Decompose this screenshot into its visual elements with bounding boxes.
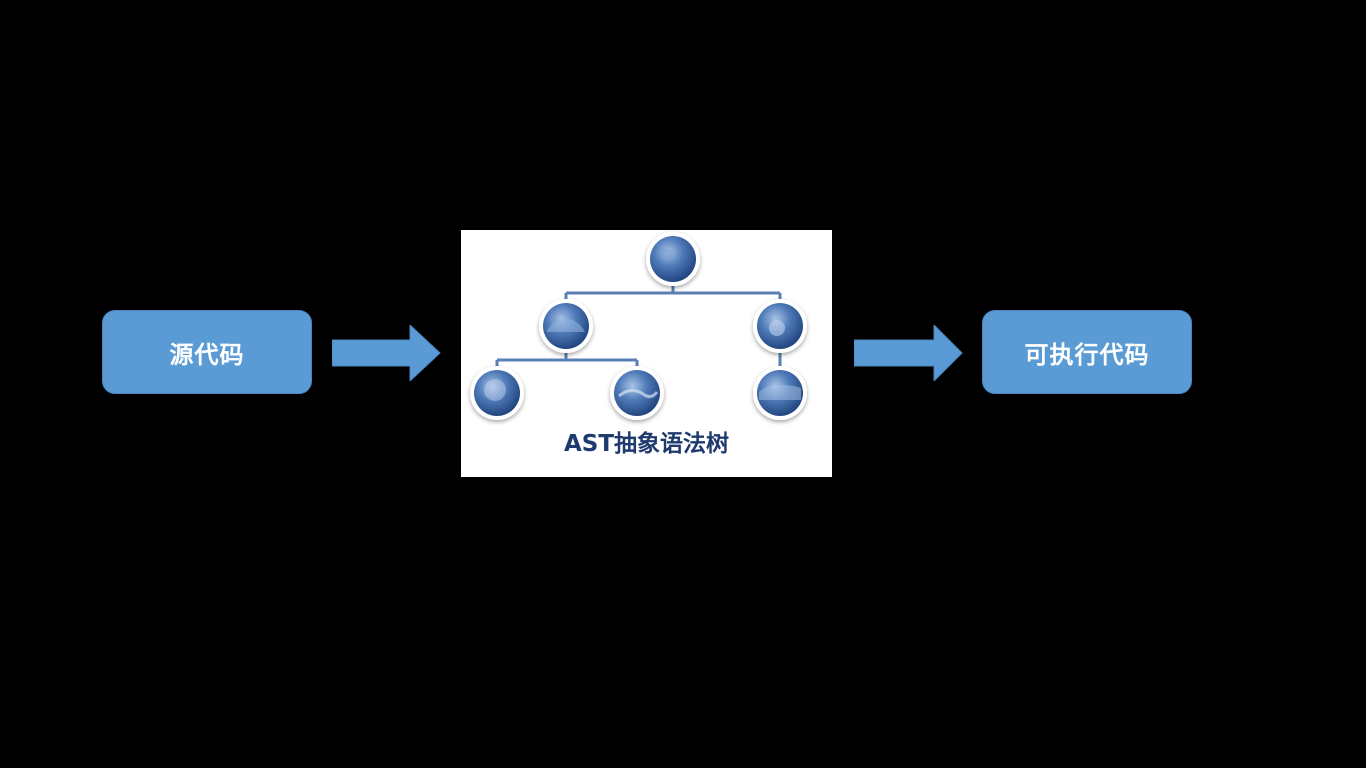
ast-tree-panel: AST抽象语法树: [461, 230, 832, 477]
ast-tree-illustration: [470, 232, 807, 420]
tree-node-root: [646, 232, 700, 286]
source-code-box: 源代码: [102, 310, 312, 394]
tree-node-right-child: [753, 366, 807, 420]
tree-node-left-right: [610, 366, 664, 420]
ast-label: AST抽象语法树: [563, 431, 730, 457]
tree-node-left-left: [470, 366, 524, 420]
executable-code-box: 可执行代码: [982, 310, 1192, 394]
executable-code-label: 可执行代码: [1024, 339, 1150, 369]
arrow-right-icon: [854, 325, 963, 381]
tree-node-right: [753, 299, 807, 353]
tree-node-left: [539, 299, 593, 353]
tree-connectors: [495, 285, 782, 367]
source-code-label: 源代码: [169, 339, 245, 369]
arrow-right-icon: [332, 325, 441, 381]
